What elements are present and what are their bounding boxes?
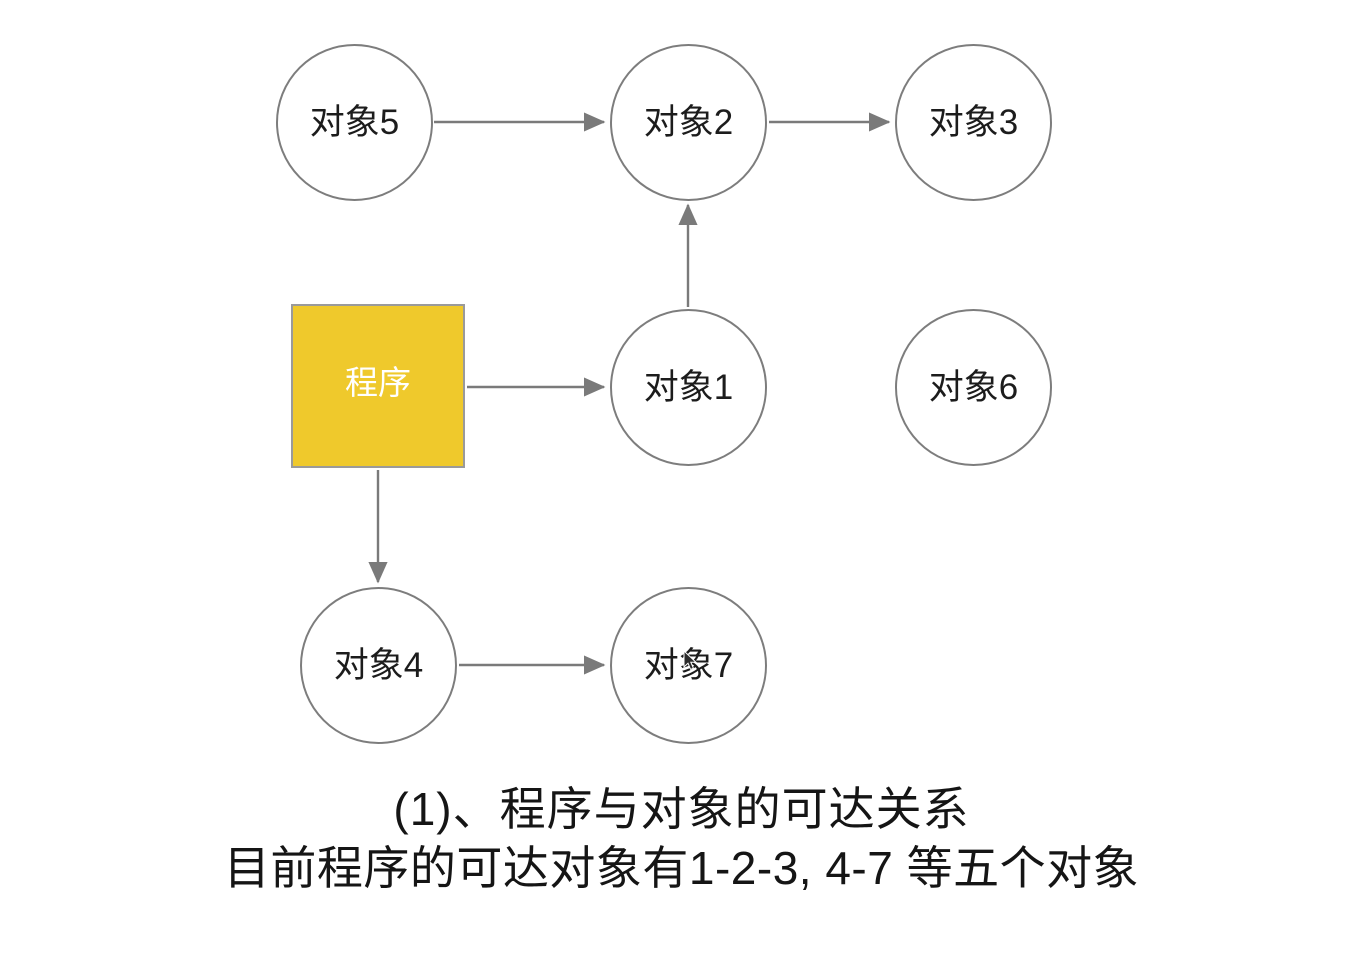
node-label-object-4: 对象4	[333, 646, 424, 685]
caption-line-2: 目前程序的可达对象有1-2-3, 4-7 等五个对象	[223, 841, 1140, 894]
node-object-1[interactable]: 对象1	[610, 309, 767, 466]
caption-block: (1)、程序与对象的可达关系 目前程序的可达对象有1-2-3, 4-7 等五个对…	[0, 780, 1363, 898]
node-program[interactable]: 程序	[291, 304, 465, 468]
node-label-object-6: 对象6	[928, 368, 1019, 407]
node-label-object-3: 对象3	[928, 103, 1019, 142]
node-object-2[interactable]: 对象2	[610, 44, 767, 201]
node-object-4[interactable]: 对象4	[300, 587, 457, 744]
node-label-object-2: 对象2	[643, 103, 734, 142]
node-object-6[interactable]: 对象6	[895, 309, 1052, 466]
node-label-object-5: 对象5	[309, 103, 400, 142]
node-label-program: 程序	[345, 363, 411, 401]
node-object-5[interactable]: 对象5	[276, 44, 433, 201]
node-object-7[interactable]: 对象7	[610, 587, 767, 744]
node-object-3[interactable]: 对象3	[895, 44, 1052, 201]
node-label-object-7: 对象7	[643, 646, 734, 685]
node-label-object-1: 对象1	[643, 368, 734, 407]
caption-line-1: (1)、程序与对象的可达关系	[393, 783, 970, 835]
